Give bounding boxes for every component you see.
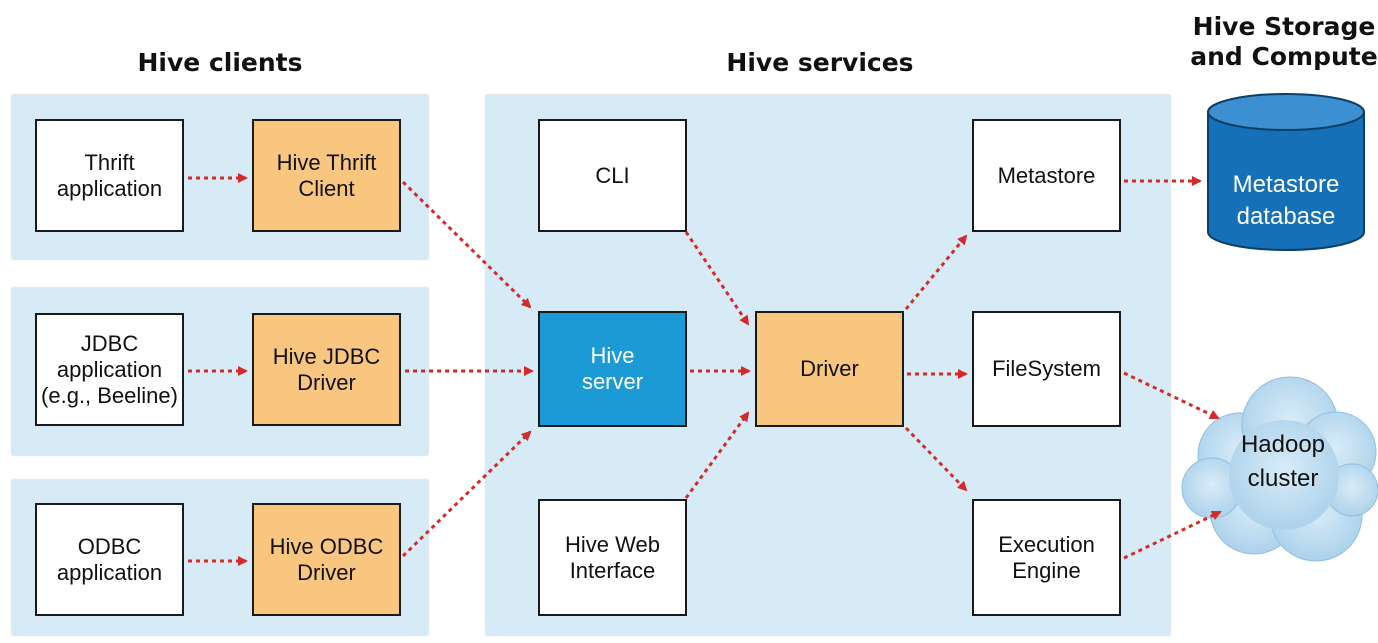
hadoop-cluster-cloud: Hadoop cluster [1181, 376, 1378, 562]
hive-server-box: Hive server [538, 311, 687, 427]
hadoop-cluster-label-2: cluster [1248, 465, 1319, 492]
metastore-box: Metastore [972, 119, 1121, 232]
arrow-web-interface-to-driver [684, 411, 750, 499]
hadoop-cluster-label-1: Hadoop [1241, 431, 1325, 458]
thrift-application-box: Thrift application [35, 119, 184, 232]
arrow-driver-to-metastore [904, 234, 968, 310]
cli-box: CLI [538, 119, 687, 232]
execution-engine-box: Execution Engine [972, 499, 1121, 616]
heading-hive-storage: Hive Storage and Compute [1190, 12, 1378, 71]
arrow-driver-to-execution-engine [904, 426, 968, 492]
arrow-execution-engine-to-hadoop [1123, 510, 1222, 560]
hive-thrift-client-box: Hive Thrift Client [252, 119, 401, 232]
odbc-application-box: ODBC application [35, 503, 184, 616]
hive-odbc-driver-box: Hive ODBC Driver [252, 503, 401, 616]
heading-hive-services: Hive services [726, 48, 914, 77]
arrow-odbc-driver-to-hive-server [401, 430, 532, 558]
metastore-database-cylinder: Metastore database [1207, 93, 1365, 251]
arrow-thrift-client-to-hive-server [401, 180, 532, 309]
hive-web-interface-box: Hive Web Interface [538, 499, 687, 616]
heading-hive-clients: Hive clients [137, 48, 303, 77]
hive-jdbc-driver-box: Hive JDBC Driver [252, 313, 401, 426]
metastore-db-label-1: Metastore [1233, 171, 1340, 198]
arrow-filesystem-to-hadoop [1123, 371, 1220, 420]
driver-box: Driver [755, 311, 904, 427]
filesystem-box: FileSystem [972, 311, 1121, 427]
arrow-cli-to-driver [684, 231, 750, 326]
metastore-db-label-2: database [1237, 203, 1336, 230]
jdbc-application-box: JDBC application (e.g., Beeline) [35, 313, 184, 426]
